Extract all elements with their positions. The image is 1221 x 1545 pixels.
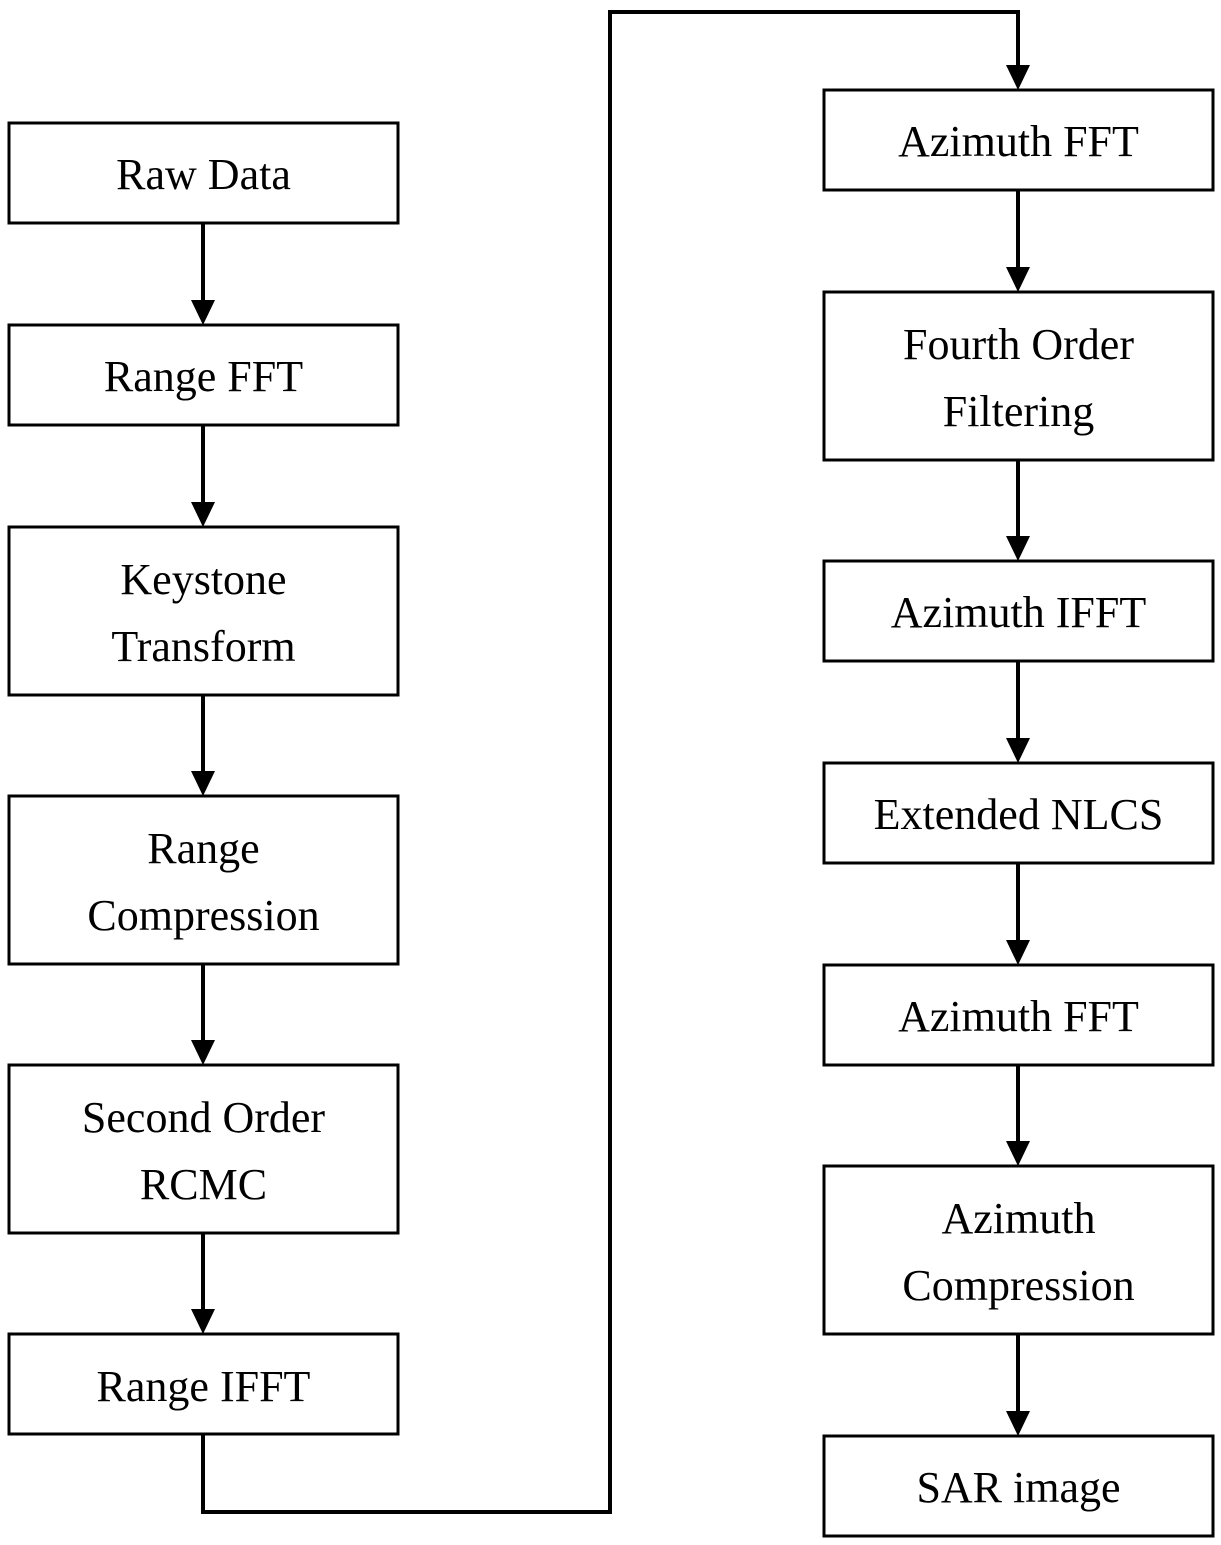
step-box xyxy=(822,761,1215,865)
step-box xyxy=(7,794,400,966)
arrow-rcmc-to-range-ifft xyxy=(191,1233,215,1334)
step-box xyxy=(822,88,1215,192)
step-label-line: Compression xyxy=(902,1261,1134,1310)
arrowhead xyxy=(191,771,215,796)
step-range-compression: Range Compression xyxy=(7,794,400,966)
step-box xyxy=(7,121,400,225)
connector-path xyxy=(201,10,1020,1514)
arrowhead xyxy=(191,1040,215,1065)
step-extended-nlcs: Extended NLCS xyxy=(822,761,1215,865)
step-label-line: Second Order xyxy=(82,1093,325,1142)
step-label-line: Transform xyxy=(111,622,295,671)
step-label-line: Extended NLCS xyxy=(874,790,1164,839)
arrow-range-fft-to-keystone xyxy=(191,425,215,527)
arrowhead xyxy=(1006,738,1030,763)
step-raw-data: Raw Data xyxy=(7,121,400,225)
step-box xyxy=(822,290,1215,462)
step-label-line: Compression xyxy=(87,891,319,940)
arrow-keystone-to-range-compression xyxy=(191,695,215,796)
step-label-line: Filtering xyxy=(943,387,1095,436)
step-label-line: Azimuth FFT xyxy=(898,992,1139,1041)
arrowhead xyxy=(1006,1141,1030,1166)
arrow-nlcs-to-azimuth-fft xyxy=(1006,863,1030,965)
step-box xyxy=(7,525,400,697)
step-azimuth-fft-2: Azimuth FFT xyxy=(822,963,1215,1067)
step-sar-image: SAR image xyxy=(822,1434,1215,1538)
step-box xyxy=(822,1164,1215,1336)
arrow-azimuth-ifft-to-nlcs xyxy=(1006,661,1030,763)
arrowhead xyxy=(191,1309,215,1334)
step-label-line: Keystone xyxy=(120,555,286,604)
arrow-range-ifft-to-azimuth-fft xyxy=(201,10,1030,1514)
step-box xyxy=(7,1332,400,1436)
arrow-range-compression-to-rcmc xyxy=(191,964,215,1065)
arrow-filtering-to-azimuth-ifft xyxy=(1006,460,1030,561)
step-fourth-order-filtering: Fourth Order Filtering xyxy=(822,290,1215,462)
arrowhead xyxy=(191,502,215,527)
step-label-line: Range xyxy=(147,824,259,873)
step-range-ifft: Range IFFT xyxy=(7,1332,400,1436)
step-label-line: Raw Data xyxy=(116,150,291,199)
step-label-line: SAR image xyxy=(916,1463,1120,1512)
arrowhead xyxy=(1006,65,1030,90)
arrow-compression-to-sar-image xyxy=(1006,1334,1030,1436)
step-label-line: RCMC xyxy=(140,1160,267,1209)
arrowhead xyxy=(191,300,215,325)
step-range-fft: Range FFT xyxy=(7,323,400,427)
arrowhead xyxy=(1006,536,1030,561)
step-label-line: Range IFFT xyxy=(97,1362,311,1411)
step-azimuth-compression: Azimuth Compression xyxy=(822,1164,1215,1336)
step-label-line: Azimuth IFFT xyxy=(891,588,1147,637)
step-azimuth-ifft: Azimuth IFFT xyxy=(822,559,1215,663)
step-box xyxy=(7,1063,400,1235)
step-label-line: Azimuth FFT xyxy=(898,117,1139,166)
step-label-line: Range FFT xyxy=(104,352,303,401)
step-azimuth-fft-1: Azimuth FFT xyxy=(822,88,1215,192)
step-label-line: Azimuth xyxy=(942,1194,1096,1243)
step-box xyxy=(822,1434,1215,1538)
arrow-raw-data-to-range-fft xyxy=(191,223,215,325)
step-second-order-rcmc: Second Order RCMC xyxy=(7,1063,400,1235)
step-box xyxy=(822,963,1215,1067)
step-keystone-transform: Keystone Transform xyxy=(7,525,400,697)
step-box xyxy=(7,323,400,427)
arrowhead xyxy=(1006,940,1030,965)
arrowhead xyxy=(1006,1411,1030,1436)
arrow-azimuth-fft-to-filtering xyxy=(1006,190,1030,292)
step-label-line: Fourth Order xyxy=(903,320,1134,369)
arrowhead xyxy=(1006,267,1030,292)
arrow-azimuth-fft-to-compression xyxy=(1006,1065,1030,1166)
